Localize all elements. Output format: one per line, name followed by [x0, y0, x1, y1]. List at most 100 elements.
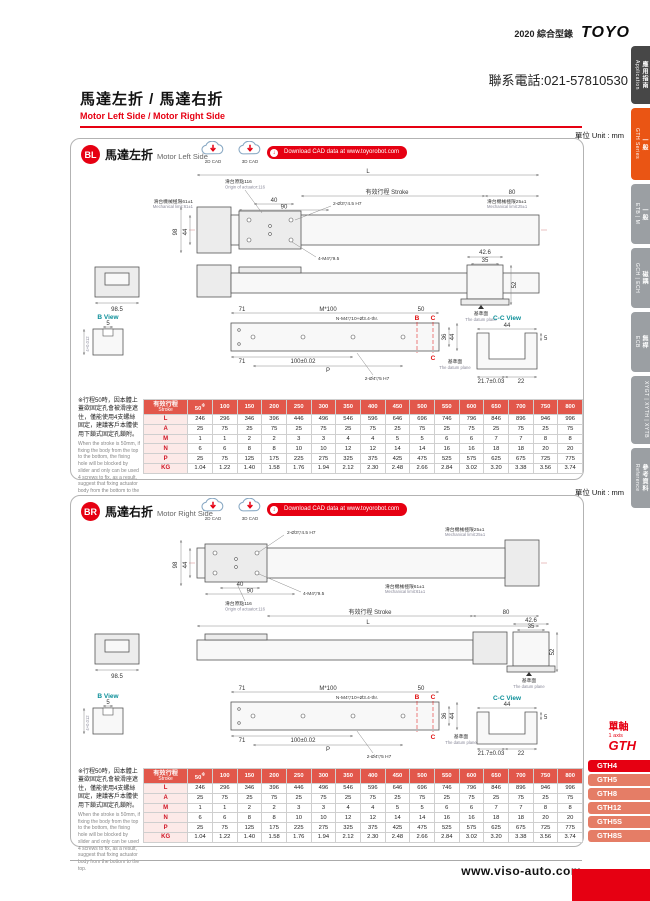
stroke-value: 200 [269, 404, 279, 410]
row-label: N [142, 812, 189, 824]
stroke-note-en: When the stroke is 50mm, if fixing the b… [78, 811, 140, 872]
cad-3d-link[interactable]: 3D CAD [234, 140, 266, 164]
dim-datum_zh: 基準面 [448, 358, 463, 365]
stroke-col: 500 [409, 399, 435, 415]
dim-d40: 40 [237, 582, 244, 588]
dim-secC: C [431, 355, 436, 362]
dim-d52: 52 [550, 648, 556, 655]
unit-label-bl: 單位 Unit : mm [574, 131, 624, 140]
stroke-value: 250 [293, 404, 304, 410]
dim-d21_7: 21.7±0.03 [478, 379, 505, 385]
dim-d36: 36 [442, 333, 448, 340]
dim-datum_en: The datum plane [445, 740, 477, 745]
spec-cell: 2 [261, 433, 287, 445]
model-tab-gth4[interactable]: GTH4 [588, 760, 650, 772]
section-title-en: Motor Left Side [157, 152, 208, 161]
spec-cell: 18 [507, 443, 534, 455]
spec-cell: 10 [285, 812, 312, 824]
sidebar-tab-xy-series[interactable]: XYGT | XYTH | XYTB [631, 376, 650, 444]
download-cad-pill[interactable]: ↓Download CAD data at www.toyorobot.com [267, 503, 408, 516]
stroke-col: 350 [335, 399, 361, 415]
dim-mech61_zh: 滑台機械極限61±1 [385, 583, 425, 590]
spec-cell: 775 [557, 822, 583, 833]
dim-datum_zh: 基準面 [474, 310, 489, 317]
spec-cell: 6 [187, 812, 213, 824]
stroke-note-zh: ※行程50時，因本體上蓋欲固定孔會被滑座遮住，僅能使用4支螺絲固定，建議客戶本體… [78, 769, 139, 809]
dim-d36: 36 [442, 712, 448, 719]
spec-cell: 846 [483, 783, 509, 794]
dim-d42_6: 42.6 [479, 250, 491, 256]
spec-cell: 675 [507, 822, 534, 833]
dim-datum_en: The datum plane [465, 317, 497, 322]
spec-cell: 3 [310, 802, 337, 814]
cad-2d-link[interactable]: 2D CAD [197, 497, 229, 521]
spec-cell: 325 [335, 822, 361, 833]
spec-cell: 6 [211, 812, 238, 824]
section-title-zh: 馬達右折 [105, 505, 154, 519]
spec-cell: 575 [458, 453, 485, 464]
stroke-value: 50 [194, 405, 202, 412]
spec-cell: 725 [532, 453, 559, 464]
spec-cell: 946 [532, 414, 559, 425]
dim-d80: 80 [509, 190, 516, 196]
spec-cell: 25 [236, 792, 263, 804]
dim-d5: 5 [544, 336, 548, 342]
dim-d50: 50 [418, 686, 425, 692]
model-tab-gth8s[interactable]: GTH8S [588, 830, 650, 842]
spec-cell: 946 [532, 783, 559, 794]
spec-cell: 225 [285, 822, 312, 833]
spec-cell: 575 [458, 822, 485, 833]
spec-cell: 996 [557, 783, 583, 794]
spec-cell: 475 [409, 453, 435, 464]
cad-3d-link[interactable]: 3D CAD [234, 497, 266, 521]
spec-cell: 375 [359, 453, 386, 464]
dim-holes_n: N-M4▽10+Ø3.4-thr. [336, 316, 378, 322]
cloud-download-icon [201, 140, 224, 155]
model-tab-gth5s[interactable]: GTH5S [588, 816, 650, 828]
spec-cell: 4 [359, 433, 386, 445]
spec-cell: 2.48 [384, 831, 411, 843]
stroke-value: 250 [293, 773, 304, 779]
dim-origin_zh: 滑台原點116 [225, 600, 252, 607]
model-tab-gth12[interactable]: GTH12 [588, 802, 650, 814]
cad-2d-link[interactable]: 2D CAD [197, 140, 229, 164]
spec-cell: 525 [433, 822, 460, 833]
dim-d5: 5 [106, 321, 110, 327]
catalog-label: 2020 綜合型錄 [514, 29, 573, 39]
spec-cell: 6 [458, 802, 485, 814]
dim-d5: 5 [106, 700, 110, 706]
dim-hole_bottom_2: 2-Ø4▽5 H7 [367, 754, 392, 760]
stroke-col: 700 [507, 399, 534, 415]
stroke-value: 150 [244, 773, 255, 779]
stroke-value: 300 [318, 773, 329, 779]
stroke-value: 800 [565, 773, 575, 779]
stroke-value: 500 [417, 773, 427, 779]
spec-cell: 1.94 [310, 462, 337, 474]
model-tab-gth5[interactable]: GTH5 [588, 774, 650, 786]
dim-datum_zh: 基準面 [522, 677, 537, 684]
spec-cell: 3.38 [507, 462, 534, 474]
dim-d80: 80 [503, 610, 510, 616]
model-tab-gth8[interactable]: GTH8 [588, 788, 650, 800]
spec-cell: 4 [335, 433, 361, 445]
row-label: M [142, 802, 189, 814]
download-cad-pill[interactable]: ↓Download CAD data at www.toyorobot.com [267, 146, 408, 159]
dim-origin_zh: 滑台原點116 [225, 178, 252, 185]
spec-cell: 996 [557, 414, 583, 425]
spec-cell: 525 [433, 453, 460, 464]
stroke-col: 250 [285, 768, 312, 784]
